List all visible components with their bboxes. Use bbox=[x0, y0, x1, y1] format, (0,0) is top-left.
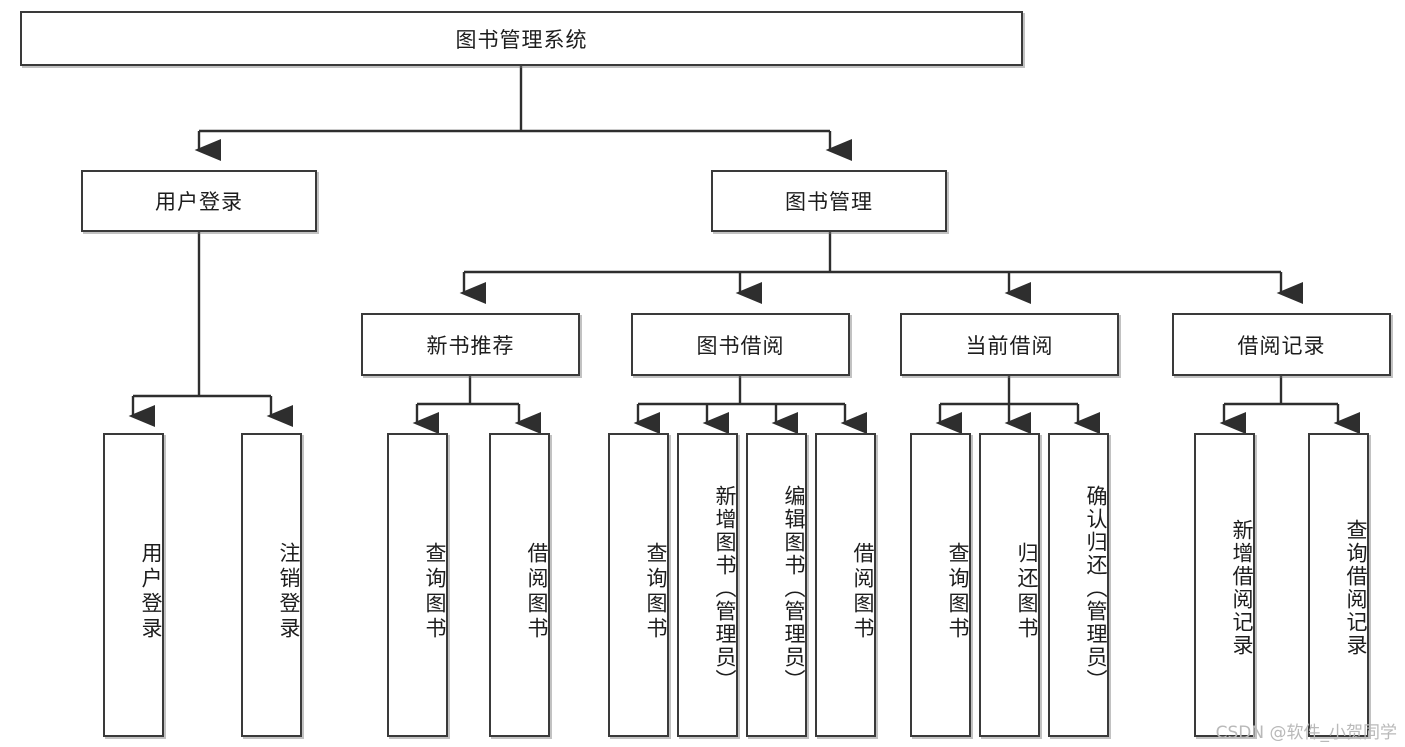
node-book-management-label: 图书管理 bbox=[785, 190, 873, 214]
node-leaf-add-book-admin[interactable]: 新增图书（管理员） bbox=[677, 433, 738, 737]
node-leaf-logout-login-label: 注销登录 bbox=[277, 542, 301, 642]
node-leaf-return-book-label: 归还图书 bbox=[1015, 542, 1039, 642]
node-leaf-user-login-label: 用户登录 bbox=[139, 542, 163, 642]
node-new-book-recommend[interactable]: 新书推荐 bbox=[361, 313, 580, 376]
node-leaf-query-book-1-label: 查询图书 bbox=[423, 542, 447, 642]
node-leaf-borrow-book-1[interactable]: 借阅图书 bbox=[489, 433, 550, 737]
node-leaf-query-borrow-record[interactable]: 查询借阅记录 bbox=[1308, 433, 1369, 737]
node-leaf-borrow-book-2[interactable]: 借阅图书 bbox=[815, 433, 876, 737]
node-leaf-borrow-book-1-label: 借阅图书 bbox=[525, 542, 549, 642]
node-book-borrow-label: 图书借阅 bbox=[696, 333, 785, 358]
node-leaf-confirm-return-admin[interactable]: 确认归还（管理员） bbox=[1048, 433, 1109, 737]
node-current-borrow-label: 当前借阅 bbox=[965, 333, 1054, 358]
node-leaf-edit-book-admin-label: 编辑图书（管理员） bbox=[782, 484, 806, 692]
node-leaf-return-book[interactable]: 归还图书 bbox=[979, 433, 1040, 737]
node-root[interactable]: 图书管理系统 bbox=[20, 11, 1023, 66]
node-user-login-label: 用户登录 bbox=[155, 190, 243, 214]
node-user-login[interactable]: 用户登录 bbox=[81, 170, 317, 232]
node-leaf-query-book-1[interactable]: 查询图书 bbox=[387, 433, 448, 737]
node-leaf-query-book-3[interactable]: 查询图书 bbox=[910, 433, 971, 737]
node-leaf-confirm-return-admin-label: 确认归还（管理员） bbox=[1084, 484, 1108, 692]
node-borrow-record[interactable]: 借阅记录 bbox=[1172, 313, 1391, 376]
node-leaf-add-borrow-record-label: 新增借阅记录 bbox=[1230, 519, 1254, 657]
node-book-borrow[interactable]: 图书借阅 bbox=[631, 313, 850, 376]
node-leaf-borrow-book-2-label: 借阅图书 bbox=[851, 542, 875, 642]
node-new-book-recommend-label: 新书推荐 bbox=[426, 333, 515, 358]
node-leaf-query-book-2[interactable]: 查询图书 bbox=[608, 433, 669, 737]
watermark: CSDN @软件_小贺同学 bbox=[1215, 723, 1397, 743]
node-leaf-query-borrow-record-label: 查询借阅记录 bbox=[1344, 519, 1368, 657]
node-leaf-query-book-3-label: 查询图书 bbox=[946, 542, 970, 642]
node-leaf-add-borrow-record[interactable]: 新增借阅记录 bbox=[1194, 433, 1255, 737]
node-root-label: 图书管理系统 bbox=[455, 27, 588, 52]
node-leaf-edit-book-admin[interactable]: 编辑图书（管理员） bbox=[746, 433, 807, 737]
node-book-management[interactable]: 图书管理 bbox=[711, 170, 947, 232]
node-leaf-user-login[interactable]: 用户登录 bbox=[103, 433, 164, 737]
node-leaf-query-book-2-label: 查询图书 bbox=[644, 542, 668, 642]
node-leaf-logout-login[interactable]: 注销登录 bbox=[241, 433, 302, 737]
node-borrow-record-label: 借阅记录 bbox=[1237, 333, 1326, 358]
node-current-borrow[interactable]: 当前借阅 bbox=[900, 313, 1119, 376]
node-leaf-add-book-admin-label: 新增图书（管理员） bbox=[713, 484, 737, 692]
